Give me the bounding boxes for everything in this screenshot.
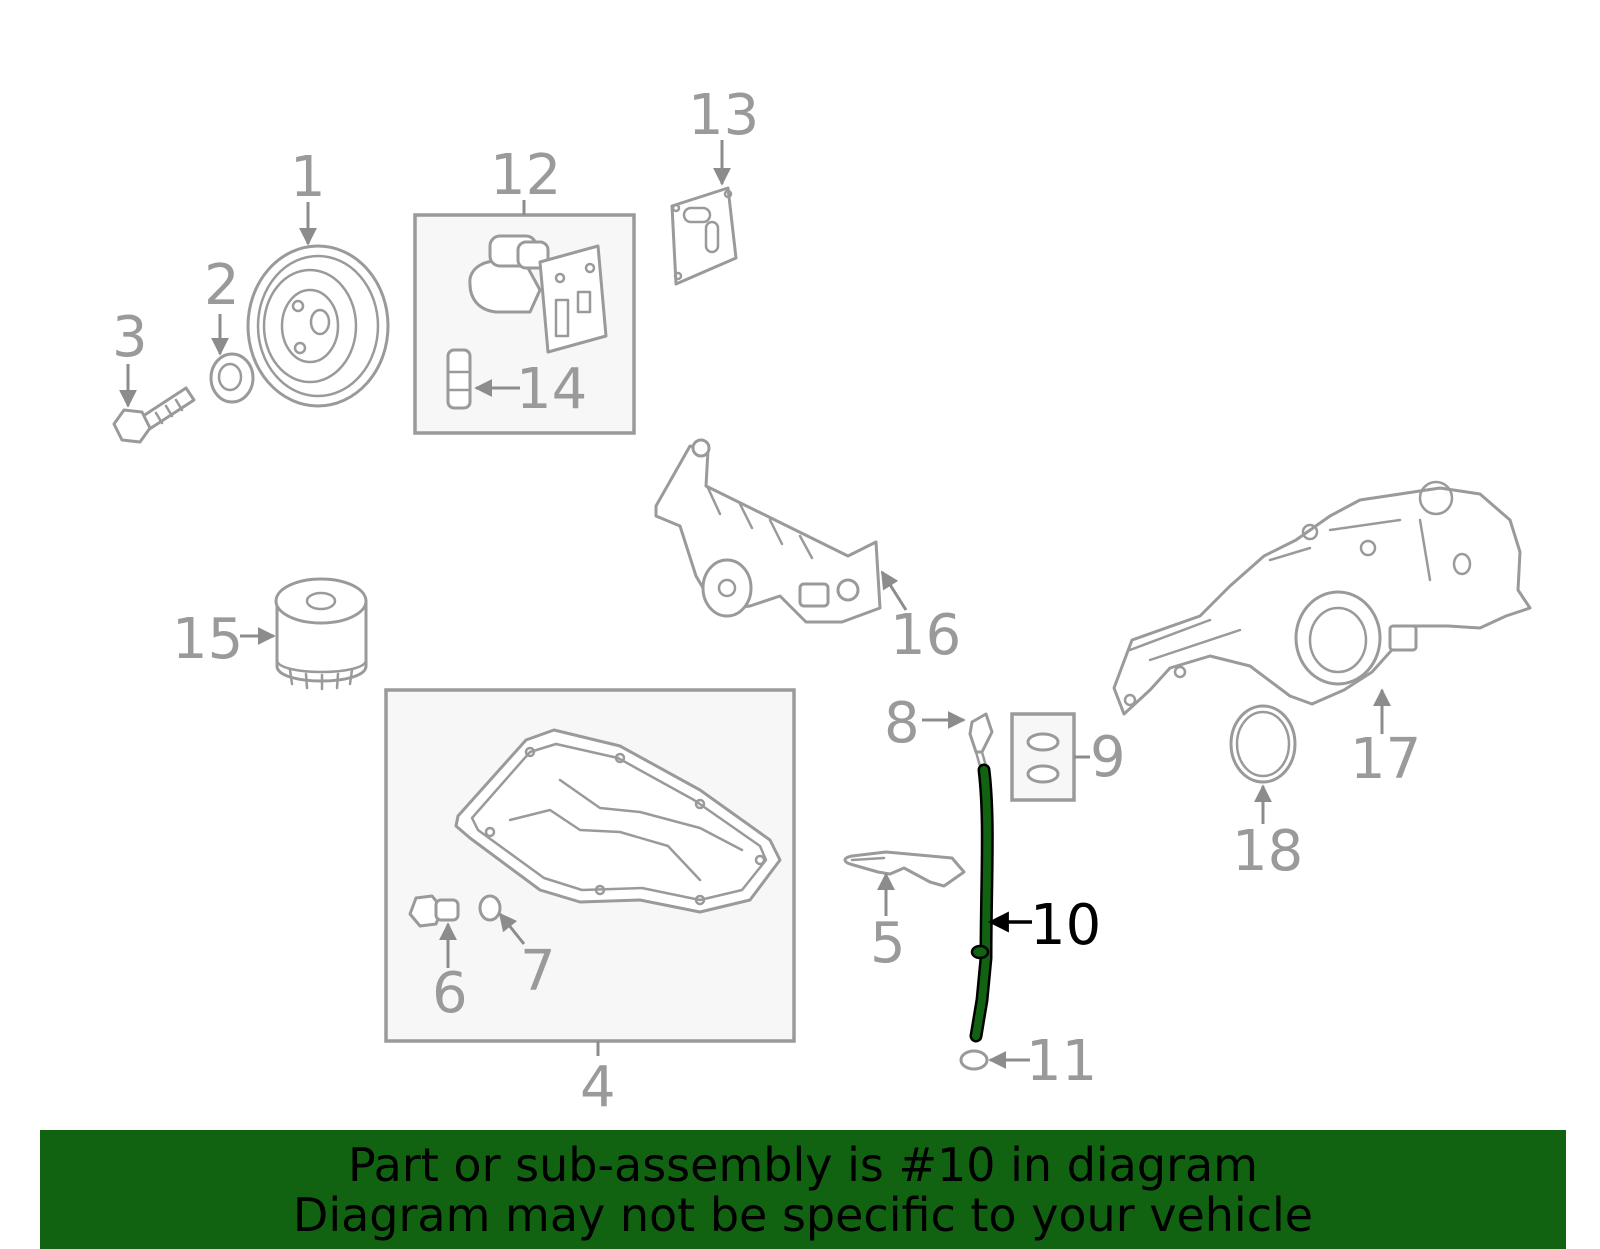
callout-6: 6: [432, 961, 468, 1026]
part-6-drain-plug[interactable]: [408, 894, 460, 928]
part-3-bolt[interactable]: [112, 386, 196, 444]
callout-2: 2: [204, 253, 240, 318]
part-14-dowel[interactable]: [446, 348, 472, 410]
part-4-oil-pan[interactable]: [454, 728, 782, 914]
part-9-o-rings[interactable]: [1026, 732, 1060, 784]
callout-1: 1: [290, 145, 326, 210]
banner-line-2: Diagram may not be specific to your vehi…: [292, 1188, 1314, 1242]
callout-16: 16: [890, 603, 961, 668]
callout-10: 10: [1030, 893, 1101, 958]
assembly-box-9: [1010, 712, 1076, 802]
part-16-oil-pump[interactable]: [654, 438, 882, 624]
part-11-o-ring[interactable]: [959, 1049, 989, 1071]
callout-7: 7: [520, 939, 556, 1004]
part-5-bracket[interactable]: [843, 850, 966, 888]
part-2-washer[interactable]: [209, 352, 255, 404]
leader-7: [498, 912, 526, 945]
part-12-filter-housing[interactable]: [468, 234, 608, 354]
callout-12: 12: [490, 143, 561, 208]
part-15-oil-filter[interactable]: [274, 577, 368, 691]
info-banner: Part or sub-assembly is #10 in diagram D…: [40, 1130, 1566, 1249]
part-1-pulley[interactable]: [246, 244, 390, 408]
callout-9: 9: [1090, 725, 1126, 790]
callout-8: 8: [884, 691, 920, 756]
callout-15: 15: [172, 607, 243, 672]
part-17-engine-case[interactable]: [1112, 480, 1532, 716]
leader-16: [880, 570, 908, 611]
callout-17: 17: [1350, 727, 1421, 792]
callout-3: 3: [112, 305, 148, 370]
part-8-dipstick-handle[interactable]: [968, 712, 994, 768]
banner-line-1: Part or sub-assembly is #10 in diagram: [348, 1138, 1258, 1192]
callout-18: 18: [1232, 819, 1303, 884]
part-10-dipstick-tube[interactable]: [969, 763, 994, 1043]
callout-5: 5: [870, 911, 906, 976]
part-7-washer[interactable]: [478, 894, 502, 922]
callout-4: 4: [580, 1055, 616, 1120]
part-18-o-ring[interactable]: [1229, 704, 1297, 784]
callout-13: 13: [688, 83, 759, 148]
callout-11: 11: [1026, 1029, 1097, 1094]
callout-14: 14: [516, 357, 587, 422]
part-13-gasket[interactable]: [670, 186, 738, 286]
